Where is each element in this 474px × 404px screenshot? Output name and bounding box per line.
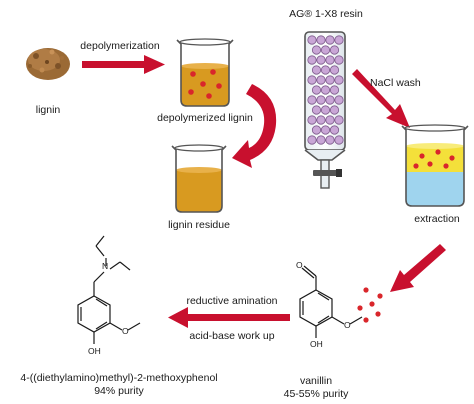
- resin-bead: [334, 115, 344, 125]
- resin-bead: [334, 75, 344, 85]
- beaker-lignin-residue: [171, 144, 227, 213]
- beaker-depolymerized-lignin: [176, 38, 234, 107]
- resin-bead: [316, 135, 326, 145]
- resin-column: [304, 31, 346, 189]
- lignin-powder: [26, 48, 70, 80]
- label-lignin-residue: lignin residue: [168, 219, 230, 231]
- resin-bead: [325, 135, 335, 145]
- resin-bead: [311, 65, 322, 75]
- label-vanillin: vanillin: [299, 375, 333, 387]
- label-nacl-wash: NaCl wash: [370, 77, 421, 89]
- resin-bead: [311, 125, 322, 135]
- arrow-curved-residue: [232, 84, 277, 168]
- product-oh: OH: [88, 346, 101, 356]
- label-depolymerization: depolymerization: [80, 40, 160, 52]
- vanillin-oh: OH: [310, 339, 323, 349]
- resin-bead: [320, 65, 331, 75]
- resin-bead: [329, 65, 340, 75]
- resin-bead: [307, 115, 317, 125]
- arrow-to-vanillin: [390, 244, 446, 292]
- vanillin-aldehyde-o: O: [296, 260, 303, 270]
- resin-bead: [325, 55, 335, 65]
- resin-bead: [316, 55, 326, 65]
- resin-bead: [329, 105, 340, 115]
- label-depolymerized-lignin: depolymerized lignin: [157, 112, 253, 124]
- resin-bead: [329, 125, 340, 135]
- product-structure: [77, 235, 141, 344]
- resin-bead: [320, 85, 331, 95]
- vanillin-structure: [299, 265, 363, 338]
- arrow-depolymerization: [82, 55, 165, 74]
- label-resin: AG® 1-X8 resin: [289, 8, 363, 20]
- resin-bead: [311, 105, 322, 115]
- resin-bead: [334, 35, 344, 45]
- resin-bead: [334, 135, 344, 145]
- resin-bead: [325, 95, 335, 105]
- resin-bead: [311, 45, 322, 55]
- label-vanillin-purity: 45-55% purity: [283, 388, 349, 400]
- resin-bead: [316, 35, 326, 45]
- vanillin-methoxy-o: O: [344, 320, 351, 330]
- resin-bead: [329, 45, 340, 55]
- vanillin-dots: [357, 287, 383, 323]
- product-n: N: [102, 261, 108, 271]
- label-product-purity: 94% purity: [94, 385, 144, 397]
- arrow-nacl-wash: [352, 69, 410, 128]
- resin-bead: [307, 135, 317, 145]
- label-product-name: 4-((diethylamino)methyl)-2-methoxyphenol: [20, 372, 218, 384]
- resin-bead: [316, 95, 326, 105]
- product-methoxy-o: O: [122, 326, 129, 336]
- resin-bead: [316, 75, 326, 85]
- resin-bead: [316, 115, 326, 125]
- resin-bead: [325, 115, 335, 125]
- resin-bead: [307, 35, 317, 45]
- resin-bead: [320, 105, 331, 115]
- resin-bead: [325, 75, 335, 85]
- label-lignin: lignin: [35, 104, 61, 116]
- label-reductive-amination: reductive amination: [186, 295, 278, 307]
- resin-bead: [307, 75, 317, 85]
- resin-bead: [325, 35, 335, 45]
- resin-bead: [320, 125, 331, 135]
- resin-bead: [311, 85, 322, 95]
- label-acid-base: acid-base work up: [189, 330, 275, 342]
- beaker-extraction: [401, 124, 469, 207]
- resin-bead: [307, 55, 317, 65]
- resin-bead: [320, 45, 331, 55]
- resin-bead: [329, 85, 340, 95]
- resin-bead: [307, 95, 317, 105]
- resin-bead: [334, 55, 344, 65]
- arrow-reductive-amination: [168, 307, 290, 328]
- resin-beads: [307, 35, 344, 145]
- label-extraction: extraction: [414, 213, 460, 225]
- resin-bead: [334, 95, 344, 105]
